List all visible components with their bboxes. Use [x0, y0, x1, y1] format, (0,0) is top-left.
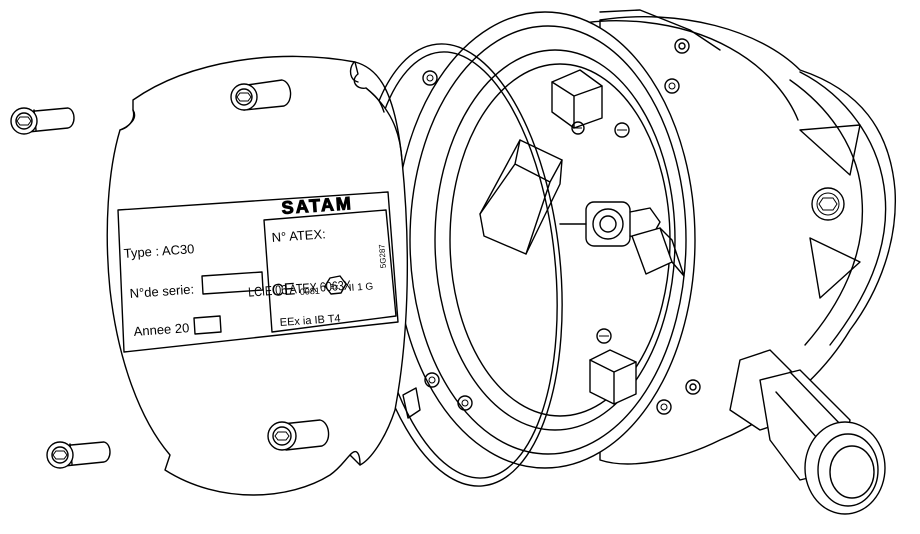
serial-field [201, 271, 264, 295]
atex-heading: N° ATEX: [271, 226, 326, 245]
serial-label: N°de serie: [129, 282, 194, 301]
cover-screw-bottom [267, 419, 330, 451]
atex-box [263, 209, 397, 333]
year-field [193, 315, 222, 335]
svg-text:Ex: Ex [330, 284, 339, 291]
notified-body: 0081 [299, 286, 320, 297]
internal-components [479, 69, 685, 405]
atex-number: LCIE 06 ATEX 6063X [248, 277, 352, 299]
ex-hexagon-icon: Ex [324, 275, 347, 295]
year-label: Annee 20 [133, 320, 190, 339]
cable-gland [729, 349, 886, 515]
ex-group: II 1 G [348, 281, 373, 294]
cover-screw-top [230, 79, 292, 111]
loose-screw-bottom [46, 441, 111, 469]
ce-mark: CE [271, 279, 296, 300]
housing [394, 9, 897, 515]
side-code: 5G287 [377, 243, 388, 268]
ex-marking: EEx ia IB T4 [279, 313, 341, 329]
type-label: Type : AC30 [123, 241, 195, 261]
loose-screw-top [10, 107, 75, 135]
nameplate: SATAM Type : AC30 N°de serie: Annee 20 N… [117, 191, 399, 353]
cover-plate: SATAM Type : AC30 N°de serie: Annee 20 N… [106, 55, 421, 496]
